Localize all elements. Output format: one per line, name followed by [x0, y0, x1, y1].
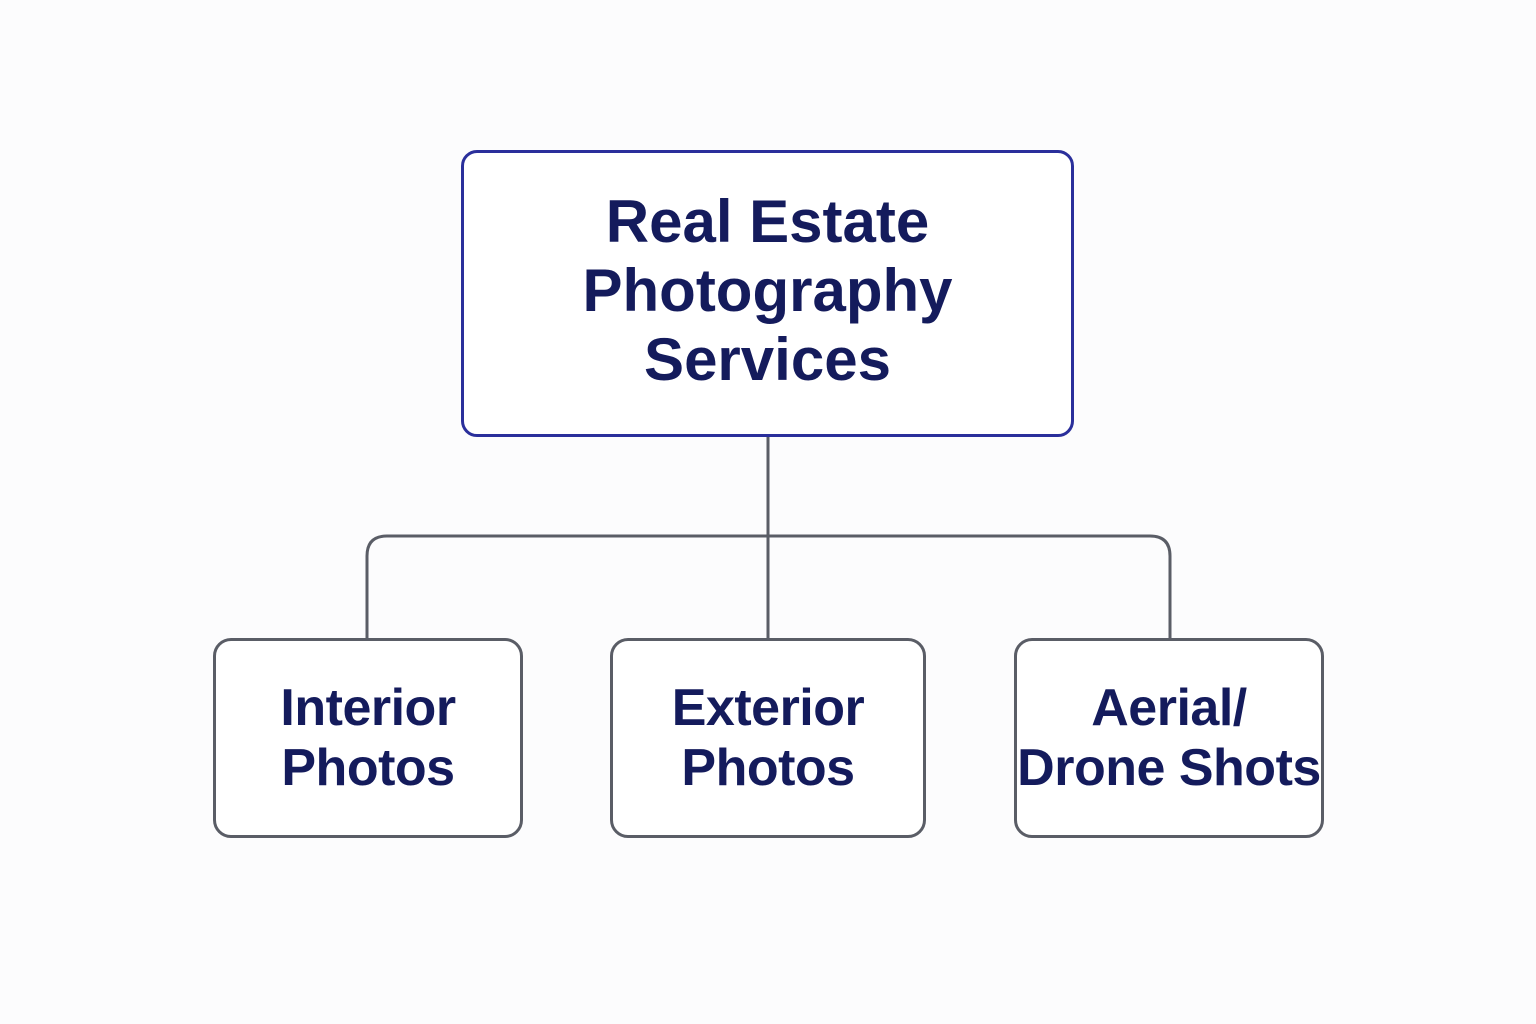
child-3-label-line-2: Drone Shots	[1017, 739, 1321, 797]
root-label-line-2: Photography	[582, 257, 953, 324]
root-node-label: Real Estate Photography Services	[583, 187, 953, 394]
child-2-label-line-1: Exterior	[671, 679, 865, 737]
child-node-exterior-photos: Exterior Photos	[610, 638, 926, 838]
root-label-line-1: Real Estate	[605, 188, 930, 255]
child-node-aerial-drone-shots: Aerial/ Drone Shots	[1014, 638, 1324, 838]
child-node-label: Exterior Photos	[672, 678, 865, 798]
child-node-label: Interior Photos	[280, 678, 456, 798]
child-1-label-line-2: Photos	[281, 739, 455, 797]
root-label-line-3: Services	[644, 326, 891, 393]
child-node-label: Aerial/ Drone Shots	[1017, 678, 1321, 798]
child-2-label-line-2: Photos	[681, 739, 855, 797]
child-node-interior-photos: Interior Photos	[213, 638, 523, 838]
root-node-real-estate-photography-services: Real Estate Photography Services	[461, 150, 1074, 437]
child-1-label-line-1: Interior	[280, 679, 456, 737]
child-3-label-line-1: Aerial/	[1091, 679, 1247, 737]
